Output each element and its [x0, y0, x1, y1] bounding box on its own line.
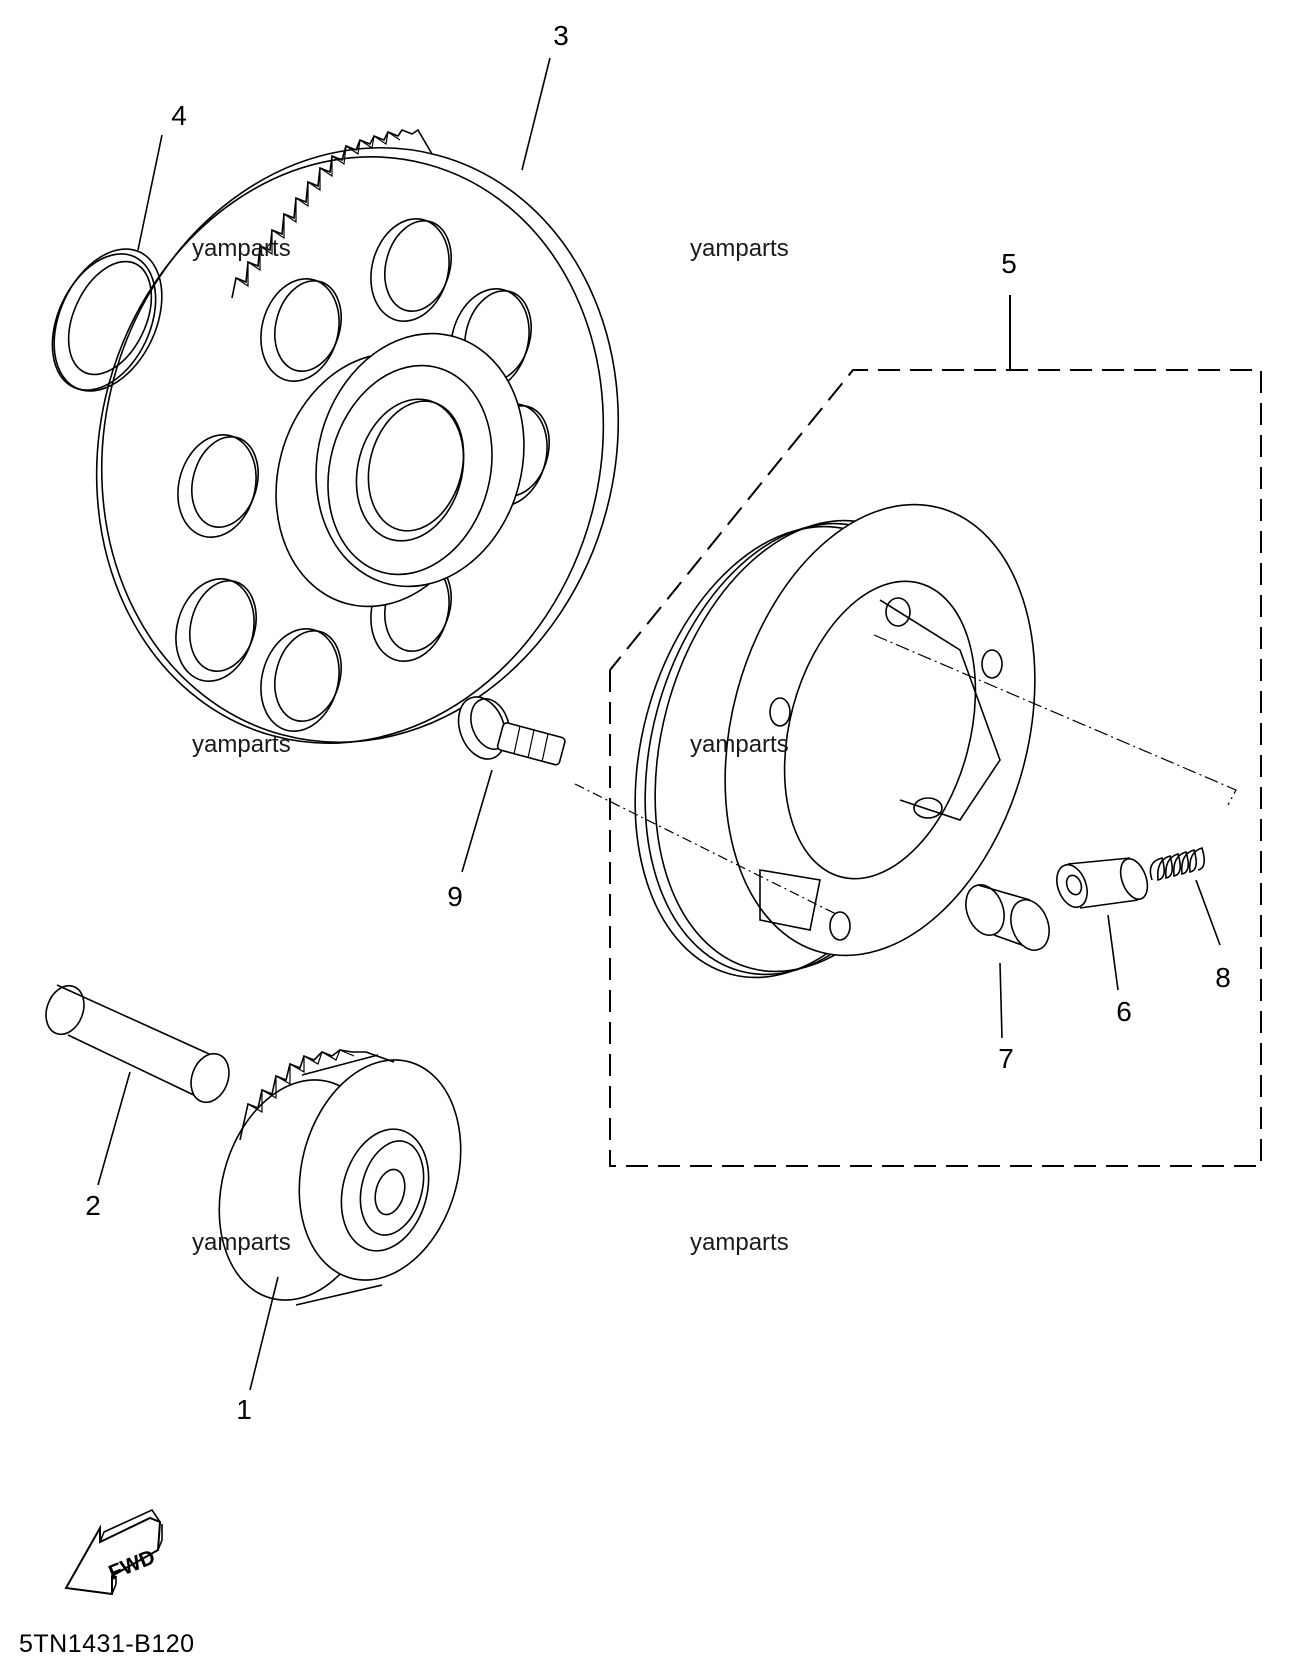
watermark: yamparts	[690, 1229, 789, 1256]
watermark: yamparts	[192, 235, 291, 262]
leader-lines	[97, 57, 1221, 1391]
diagram-code: 5TN1431-B120	[19, 1630, 195, 1658]
plunger	[1056, 857, 1149, 909]
spring	[1149, 847, 1206, 881]
part-label-3: 3	[553, 20, 569, 51]
part-label-6: 6	[1116, 996, 1132, 1027]
part-label-8: 8	[1215, 962, 1231, 993]
assembly-lines	[574, 634, 1237, 916]
part-label-2: 2	[85, 1190, 101, 1221]
part-label-5: 5	[1001, 248, 1017, 279]
watermark: yamparts	[192, 731, 291, 758]
part-label-1: 1	[236, 1394, 252, 1425]
fwd-arrow-icon: FWD	[64, 1508, 163, 1596]
part-label-7: 7	[998, 1043, 1014, 1074]
watermark: yamparts	[192, 1229, 291, 1256]
one-way-clutch	[634, 503, 1036, 979]
clutch-assembly-group	[609, 295, 1262, 1167]
starter-wheel-gear	[95, 128, 620, 744]
bolt	[457, 696, 566, 766]
watermark: yamparts	[690, 235, 789, 262]
part-label-4: 4	[171, 100, 187, 131]
part-label-9: 9	[447, 881, 463, 912]
shaft	[45, 984, 230, 1104]
idler-gear	[218, 1049, 462, 1306]
watermark: yamparts	[690, 731, 789, 758]
washer	[51, 248, 163, 392]
roller	[965, 884, 1050, 951]
